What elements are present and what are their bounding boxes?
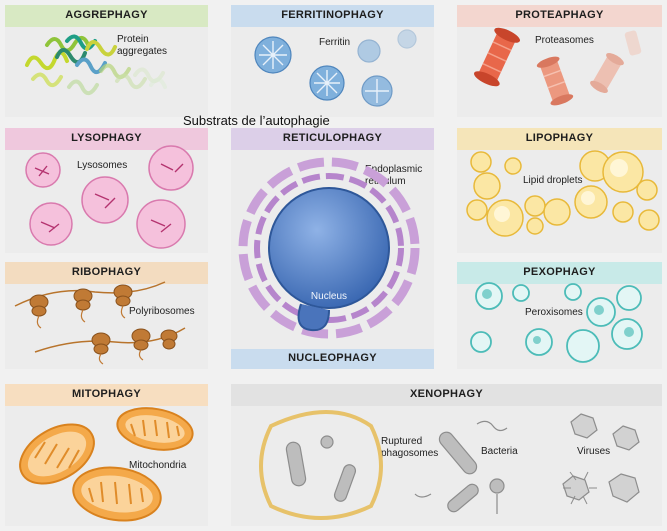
proteasome-1 <box>473 27 521 87</box>
label-viruses: Viruses <box>577 446 611 457</box>
ferritin-illustration <box>254 29 417 107</box>
mitochondria-illustration <box>19 407 194 522</box>
mitochondrion-1 <box>19 423 95 485</box>
title-xenophagy: XENOPHAGY <box>410 388 483 400</box>
er-nucleus-illustration <box>238 157 420 339</box>
polyribosomes-illustration <box>14 281 186 365</box>
title-reticulophagy: RETICULOPHAGY <box>282 132 383 144</box>
panel-reticulophagy: RETICULOPHAGY Endoplasmic reticulum Nucl… <box>231 128 434 369</box>
panel-proteaphagy: PROTEAPHAGY Proteasomes <box>457 5 662 117</box>
band-ribophagy <box>5 262 208 284</box>
label-bacteria: Bacteria <box>481 446 518 457</box>
label-polyribosomes: Polyribosomes <box>129 306 195 317</box>
label-mitochondria: Mitochondria <box>129 460 187 471</box>
band-lysophagy <box>5 128 208 150</box>
label-ruptured-phagosomes: Ruptured phagosomes <box>381 436 439 459</box>
title-ferritinophagy: FERRITINOPHAGY <box>281 9 384 21</box>
panel-ferritinophagy: FERRITINOPHAGY Ferritin <box>231 5 434 117</box>
panel-lysophagy: LYSOPHAGY Lysosomes <box>5 128 208 253</box>
aggregates-illustration <box>25 34 167 96</box>
title-proteaphagy: PROTEAPHAGY <box>515 9 604 21</box>
label-protein-aggregates: Protein aggregates <box>117 34 168 57</box>
label-peroxisomes: Peroxisomes <box>525 307 583 318</box>
lipid-droplets-illustration <box>466 150 660 237</box>
band-reticulophagy <box>231 128 434 150</box>
proteasomes-illustration <box>473 27 642 106</box>
panel-mitophagy: MITOPHAGY Mitochondria <box>5 384 208 526</box>
panel-ribophagy: RIBOPHAGY Polyribosomes <box>5 262 208 369</box>
panel-xenophagy: XENOPHAGY Ruptured phagosomes Bacteria V… <box>231 384 662 526</box>
band-aggrephagy <box>5 5 208 27</box>
title-ribophagy: RIBOPHAGY <box>71 266 142 278</box>
phagosome-membrane <box>259 410 383 520</box>
title-nucleophagy: NUCLEOPHAGY <box>288 352 377 364</box>
band-pexophagy <box>457 262 662 284</box>
title-pexophagy: PEXOPHAGY <box>523 266 596 278</box>
lysosomes-illustration <box>25 145 194 249</box>
band-mitophagy <box>5 384 208 406</box>
label-lysosomes: Lysosomes <box>77 160 128 171</box>
band-lipophagy <box>457 128 662 150</box>
band-xenophagy <box>231 384 662 406</box>
peroxisomes-illustration <box>470 282 643 363</box>
overlay-title: Substrats de l’autophagie <box>183 113 330 128</box>
xenophagy-illustration <box>259 410 640 520</box>
band-ferritinophagy <box>231 5 434 27</box>
label-nucleus: Nucleus <box>310 291 348 302</box>
band-proteaphagy <box>457 5 662 27</box>
label-lipid-droplets: Lipid droplets <box>523 175 583 186</box>
panel-aggrephagy: AGGREPHAGY Protein aggregates <box>5 5 208 117</box>
title-mitophagy: MITOPHAGY <box>71 388 142 400</box>
panel-pexophagy: PEXOPHAGY Peroxisomes <box>457 262 662 369</box>
title-aggrephagy: AGGREPHAGY <box>65 9 148 21</box>
title-lysophagy: LYSOPHAGY <box>71 132 142 144</box>
band-nucleophagy <box>231 349 434 369</box>
panel-lipophagy: LIPOPHAGY Lipid droplets <box>457 128 662 253</box>
title-lipophagy: LIPOPHAGY <box>525 132 594 144</box>
label-proteasomes: Proteasomes <box>535 35 594 46</box>
label-ferritin: Ferritin <box>319 37 351 48</box>
nucleus-shape <box>268 187 390 309</box>
